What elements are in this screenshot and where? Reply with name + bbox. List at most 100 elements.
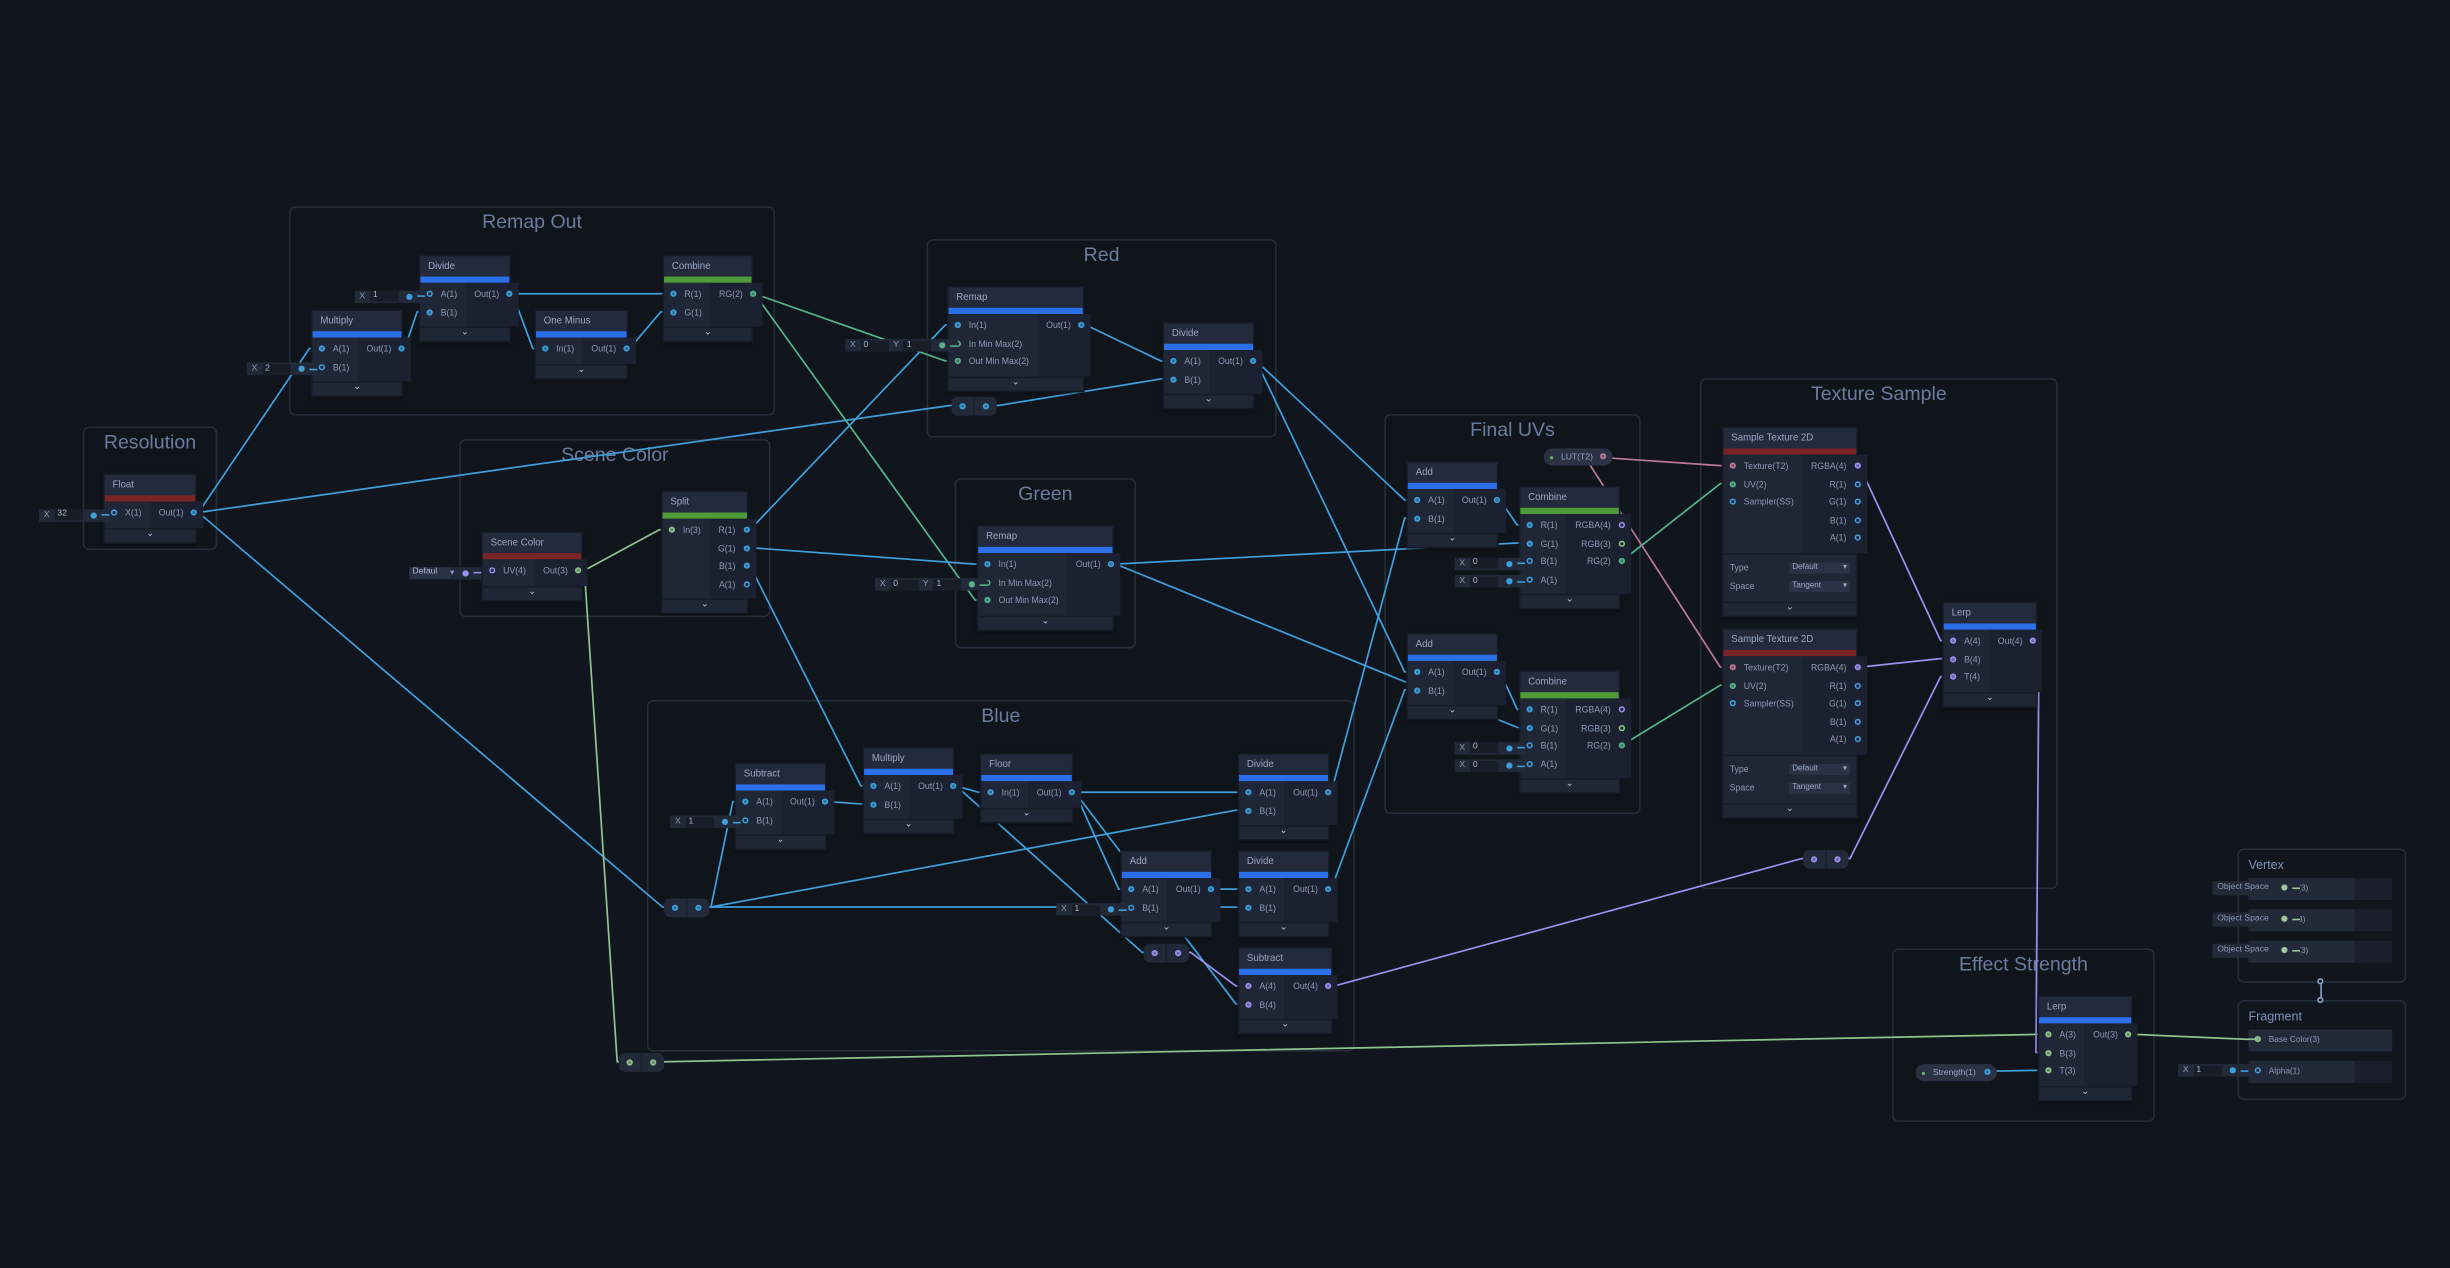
input-port-dot[interactable]: [670, 308, 677, 315]
output-port[interactable]: B(1): [1802, 513, 1867, 531]
output-port-dot[interactable]: [1854, 462, 1861, 469]
wire-split-to-grRemap[interactable]: [737, 546, 988, 565]
input-port[interactable]: Sampler(SS): [1723, 697, 1801, 715]
output-port-dot[interactable]: [950, 782, 957, 790]
input-port[interactable]: A(1): [1520, 573, 1566, 591]
input-port[interactable]: In(1): [948, 319, 1036, 337]
collapse-chevron-icon[interactable]: ⌄: [1121, 921, 1211, 936]
input-port-dot[interactable]: [1245, 789, 1252, 796]
output-port[interactable]: G(1): [709, 541, 756, 559]
redirect-input-dot[interactable]: [671, 903, 679, 911]
collapse-chevron-icon[interactable]: ⌄: [1943, 691, 2036, 706]
input-port-dot[interactable]: [984, 596, 991, 604]
output-port-dot[interactable]: [1069, 789, 1076, 796]
input-port[interactable]: G(1): [1520, 721, 1566, 739]
input-port[interactable]: B(1): [1122, 901, 1167, 919]
input-port-dot[interactable]: [1950, 637, 1957, 644]
input-port[interactable]: A(4): [1239, 980, 1284, 998]
input-port-dot[interactable]: [1526, 557, 1533, 565]
input-port[interactable]: B(1): [1520, 739, 1566, 757]
master-port-dot[interactable]: [2254, 1067, 2261, 1074]
output-port-dot[interactable]: [1078, 321, 1086, 329]
output-port[interactable]: RGBA(4): [1566, 519, 1631, 537]
redirect-node[interactable]: [664, 898, 710, 918]
input-port[interactable]: X(1): [105, 506, 150, 524]
output-port-dot[interactable]: [822, 798, 829, 805]
input-port-dot[interactable]: [668, 526, 675, 533]
output-port-dot[interactable]: [743, 580, 750, 587]
input-port-dot[interactable]: [1526, 575, 1533, 583]
object-space-field[interactable]: Object Space: [2212, 911, 2301, 926]
output-port[interactable]: Out(1): [1167, 883, 1221, 901]
input-port[interactable]: In(1): [536, 342, 582, 360]
input-port[interactable]: A(1): [736, 795, 781, 813]
inline-value-input[interactable]: 0: [860, 340, 889, 352]
input-port-dot[interactable]: [742, 816, 749, 823]
inline-value-input[interactable]: 1: [1071, 904, 1100, 916]
input-port[interactable]: Texture(T2): [1723, 459, 1801, 477]
input-port-dot[interactable]: [1526, 521, 1533, 529]
input-port[interactable]: A(4): [1944, 634, 1989, 652]
collapse-chevron-icon[interactable]: ⌄: [1520, 778, 1619, 793]
input-port[interactable]: G(1): [664, 305, 710, 323]
collapse-chevron-icon[interactable]: ⌄: [1164, 393, 1254, 408]
output-port-dot[interactable]: [624, 345, 631, 352]
input-port-dot[interactable]: [1245, 1000, 1252, 1008]
redirect-output-dot[interactable]: [1175, 949, 1182, 956]
output-port[interactable]: R(1): [1802, 477, 1867, 495]
output-port[interactable]: Out(1): [582, 342, 636, 360]
collapse-chevron-icon[interactable]: ⌄: [864, 818, 954, 833]
output-port[interactable]: Out(1): [465, 288, 519, 306]
master-port[interactable]: Alpha(1): [2248, 1060, 2355, 1083]
output-port-dot[interactable]: [1854, 700, 1861, 707]
redirect-output-dot[interactable]: [1834, 855, 1841, 862]
input-port[interactable]: B(1): [736, 813, 781, 831]
input-port[interactable]: T(4): [1944, 670, 1989, 688]
output-port-dot[interactable]: [1108, 560, 1115, 568]
input-port[interactable]: G(1): [1520, 537, 1566, 555]
output-port-dot[interactable]: [1854, 735, 1861, 743]
master-port[interactable]: Base Color(3): [2248, 1029, 2393, 1052]
output-port[interactable]: B(1): [1802, 715, 1867, 733]
output-port-dot[interactable]: [1618, 724, 1625, 731]
redirect-node[interactable]: [1143, 943, 1190, 963]
input-port[interactable]: Texture(T2): [1723, 661, 1801, 679]
output-port[interactable]: Out(1): [1209, 355, 1263, 373]
input-port-dot[interactable]: [2045, 1049, 2052, 1056]
inline-value-input[interactable]: 0: [1469, 742, 1498, 754]
property-strength[interactable]: Strength(1): [1915, 1064, 1997, 1082]
input-port-dot[interactable]: [1414, 668, 1421, 676]
input-port[interactable]: A(1): [1239, 883, 1284, 901]
output-port-dot[interactable]: [1854, 664, 1861, 671]
collapse-chevron-icon[interactable]: ⌄: [420, 326, 510, 341]
input-port[interactable]: A(1): [313, 342, 358, 360]
input-port-dot[interactable]: [1526, 706, 1533, 713]
collapse-chevron-icon[interactable]: ⌄: [978, 614, 1113, 629]
output-port[interactable]: Out(1): [1284, 786, 1338, 804]
input-port-dot[interactable]: [954, 321, 961, 329]
redirect-input-dot[interactable]: [959, 402, 966, 409]
output-port[interactable]: RG(2): [1566, 739, 1631, 757]
input-port[interactable]: B(1): [1164, 373, 1209, 391]
input-port[interactable]: R(1): [1520, 703, 1566, 721]
input-port-dot[interactable]: [2045, 1067, 2052, 1074]
output-port-dot[interactable]: [1618, 706, 1625, 713]
output-port[interactable]: RGBA(4): [1802, 661, 1867, 679]
output-port-dot[interactable]: [1325, 982, 1332, 990]
output-port-dot[interactable]: [1325, 789, 1332, 796]
output-port[interactable]: Out(3): [2084, 1028, 2138, 1046]
collapse-chevron-icon[interactable]: ⌄: [662, 598, 747, 613]
collapse-chevron-icon[interactable]: ⌄: [1239, 825, 1329, 840]
